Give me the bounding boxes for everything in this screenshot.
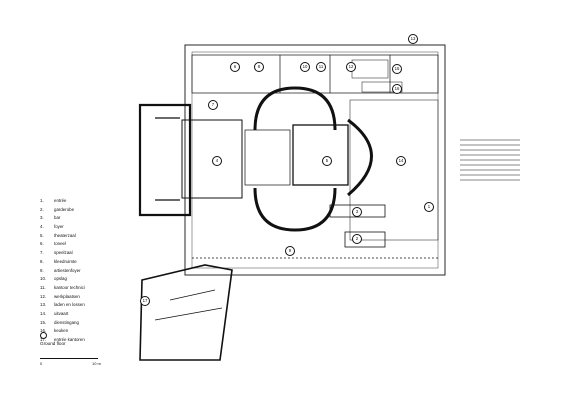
legend-item: 11. kantoor technici bbox=[40, 284, 160, 293]
legend-item: 1. entrée bbox=[40, 197, 160, 206]
legend-number: 3. bbox=[40, 215, 44, 221]
legend-number: 5. bbox=[40, 232, 44, 238]
legend-item: 12. werkplaatsen bbox=[40, 293, 160, 302]
historic-wing-walls bbox=[138, 103, 192, 217]
legend-label: dienstingang bbox=[54, 319, 79, 325]
legend-item: 2. garderobe bbox=[40, 206, 160, 215]
room-badge-7: 7 bbox=[208, 100, 218, 110]
scale-bar bbox=[40, 356, 98, 359]
legend-label: kleedruimte bbox=[54, 258, 77, 264]
room-badge-3: 3 bbox=[352, 207, 362, 217]
legend-label: foyer bbox=[54, 224, 64, 230]
legend-label: uitvaart bbox=[54, 310, 69, 316]
right-foyer bbox=[349, 99, 439, 241]
legend-number: 10. bbox=[40, 276, 47, 282]
drawing-caption: Ground floor bbox=[40, 341, 66, 346]
legend-label: garderobe bbox=[54, 206, 75, 212]
rotunda-bottom-curve bbox=[253, 187, 337, 232]
legend-label: speelzaal bbox=[54, 250, 73, 256]
room-badge-17: 17 bbox=[140, 296, 150, 306]
legend-item: 16. keuken bbox=[40, 327, 160, 336]
room-badge-13: 13 bbox=[408, 34, 418, 44]
room-badge-4: 4 bbox=[212, 156, 222, 166]
room-badge-6: 6 bbox=[230, 62, 240, 72]
room-badge-10: 10 bbox=[300, 62, 310, 72]
legend-number: 1. bbox=[40, 198, 44, 203]
legend-number: 16. bbox=[40, 328, 47, 334]
room-badge-11: 11 bbox=[316, 62, 326, 72]
stage-area bbox=[292, 124, 349, 186]
legend-label: laden en lossen bbox=[54, 302, 85, 308]
room-badge-1: 1 bbox=[424, 202, 434, 212]
auditorium-seating bbox=[244, 129, 291, 186]
legend-number: 11. bbox=[40, 284, 46, 290]
legend-number: 17. bbox=[40, 337, 47, 342]
legend-number: 13. bbox=[40, 302, 47, 308]
legend-label: entrée kantoren bbox=[54, 337, 85, 342]
garderobe-counter bbox=[344, 231, 386, 248]
legend-item: 14. uitvaart bbox=[40, 310, 160, 319]
legend-number: 2. bbox=[40, 206, 44, 212]
north-arrow-icon bbox=[40, 332, 47, 339]
room-badge-2: 2 bbox=[352, 234, 362, 244]
legend-number: 15. bbox=[40, 319, 47, 325]
legend-label: artiestenfoyer bbox=[54, 267, 81, 273]
room-badge-12: 12 bbox=[346, 62, 356, 72]
legend-number: 7. bbox=[40, 250, 44, 256]
room-badge-9: 9 bbox=[285, 246, 295, 256]
legend-item: 9. artiestenfoyer bbox=[40, 267, 160, 276]
legend-label: toneel bbox=[54, 241, 66, 247]
legend-item: 15. dienstingang bbox=[40, 319, 160, 328]
room-badge-14: 14 bbox=[396, 156, 406, 166]
legend-number: 4. bbox=[40, 224, 44, 230]
legend-number: 9. bbox=[40, 267, 44, 273]
legend-item: 6. toneel bbox=[40, 240, 160, 249]
legend-item: 5. theaterzaal bbox=[40, 232, 160, 241]
room-badge-8: 8 bbox=[254, 62, 264, 72]
legend-item: 4. foyer bbox=[40, 223, 160, 232]
scale-end-label: 10 m bbox=[92, 361, 101, 366]
scale-zero-label: 0 bbox=[40, 361, 43, 366]
legend-item: 10. opslag bbox=[40, 275, 160, 284]
legend-label: kantoor technici bbox=[54, 284, 85, 290]
legend-list: 1. entrée 2. garderobe 3. bar 4. foyer 5. the… bbox=[40, 197, 160, 345]
legend-label: opslag bbox=[54, 276, 67, 282]
rotunda-top-curve bbox=[253, 86, 337, 131]
legend-number: 8. bbox=[40, 258, 44, 264]
building-outline bbox=[184, 44, 446, 276]
room-badge-5: 5 bbox=[322, 156, 332, 166]
legend-item: 7. speelzaal bbox=[40, 249, 160, 258]
room-badge-15: 15 bbox=[392, 64, 402, 74]
stacked-seating bbox=[460, 139, 520, 181]
legend-label: keuken bbox=[54, 328, 69, 334]
room-badge-16: 16 bbox=[392, 84, 402, 94]
legend-item: 3. bar bbox=[40, 214, 160, 223]
foyer-space bbox=[181, 119, 243, 199]
apse-curve bbox=[347, 118, 373, 197]
legend-label: theaterzaal bbox=[54, 232, 76, 238]
legend-number: 14. bbox=[40, 310, 47, 316]
legend-number: 6. bbox=[40, 241, 44, 247]
legend-number: 12. bbox=[40, 293, 47, 299]
legend-item: 17. entrée kantoren bbox=[40, 336, 160, 345]
legend-item: 8. kleedruimte bbox=[40, 258, 160, 267]
office-annex-walls bbox=[139, 264, 233, 361]
legend-label: werkplaatsen bbox=[54, 293, 80, 299]
legend-label: bar bbox=[54, 215, 61, 221]
legend-label: entrée bbox=[54, 198, 67, 203]
legend-item: 13. laden en lossen bbox=[40, 301, 160, 310]
bar-counter bbox=[329, 204, 386, 218]
